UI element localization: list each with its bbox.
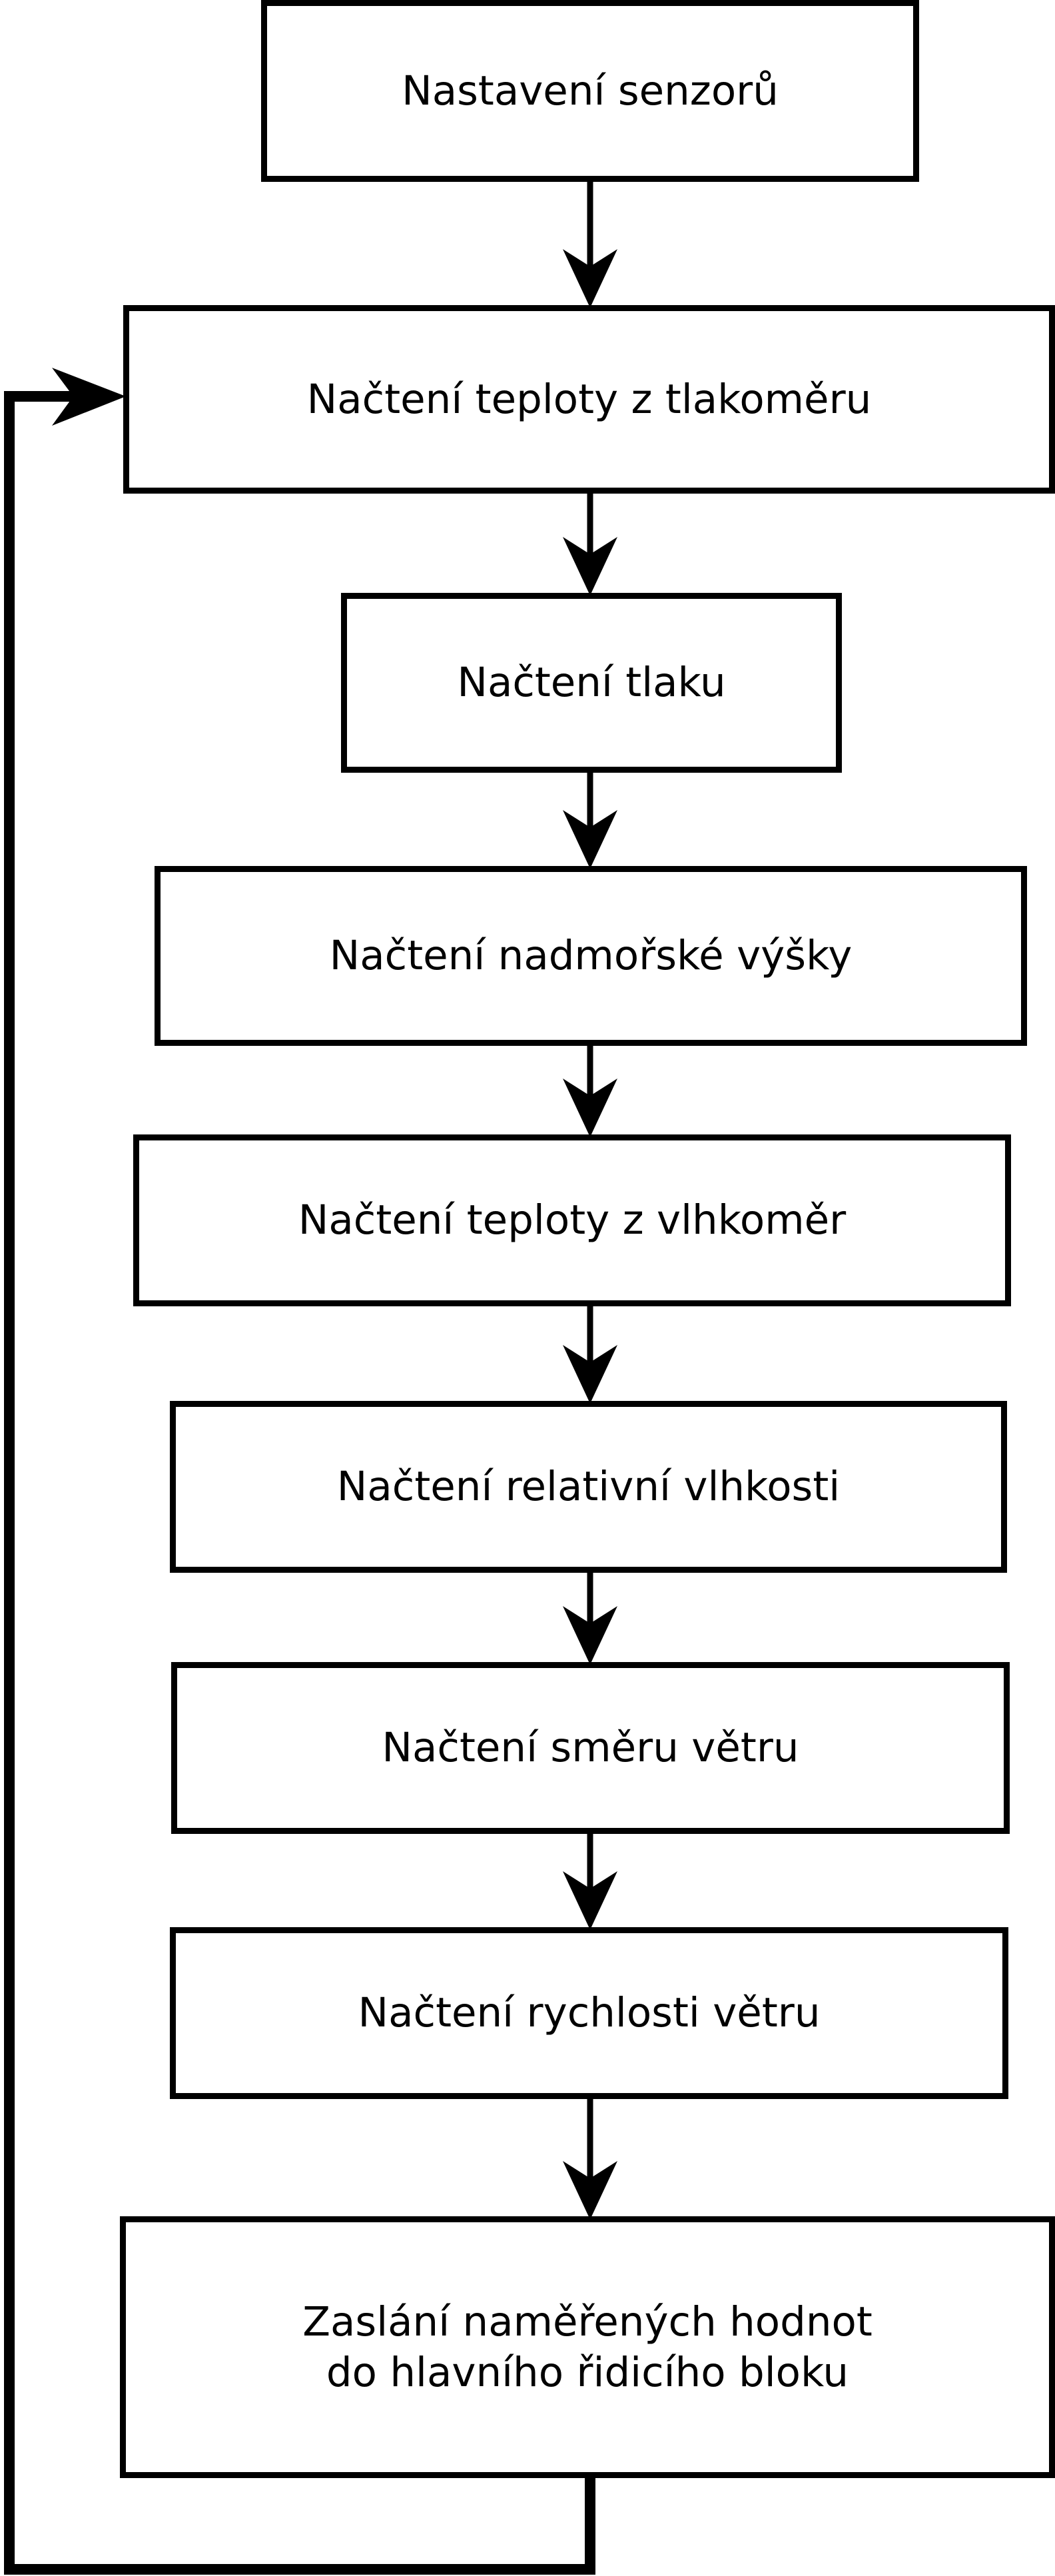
connector-n3-n4: [563, 773, 617, 869]
node-label: Načtení tlaku: [457, 659, 726, 707]
connector-n4-n5: [563, 1046, 617, 1137]
node-label: Načtení nadmořské výšky: [329, 932, 853, 980]
connector-n6-n7: [563, 1573, 617, 1665]
process-node-send-measured-values[interactable]: Zaslání naměřených hodnot do hlavního ři…: [120, 2216, 1055, 2478]
connector-n1-n2: [563, 182, 617, 308]
process-node-read-pressure[interactable]: Načtení tlaku: [341, 593, 842, 773]
connector-n7-n8: [563, 1834, 617, 1930]
process-node-read-temp-hygrometer[interactable]: Načtení teploty z vlhkoměr: [133, 1134, 1011, 1306]
connector-loopback-n9-n2: [4, 368, 595, 2575]
node-label: Načtení relativní vlhkosti: [336, 1463, 841, 1511]
node-label: Zaslání naměřených hodnot do hlavního ři…: [302, 2298, 873, 2396]
node-label: Nastavení senzorů: [402, 67, 779, 115]
process-node-read-wind-direction[interactable]: Načtení směru větru: [171, 1662, 1010, 1834]
node-label: Načtení teploty z tlakoměru: [306, 375, 872, 423]
process-node-sensor-setup[interactable]: Nastavení senzorů: [261, 0, 919, 182]
node-label: Načtení teploty z vlhkoměr: [298, 1196, 847, 1244]
connector-n8-n9: [563, 2099, 617, 2220]
node-label: Načtení rychlosti větru: [358, 1989, 821, 2037]
process-node-read-wind-speed[interactable]: Načtení rychlosti větru: [170, 1927, 1008, 2099]
connector-n5-n6: [563, 1306, 617, 1404]
process-node-read-relative-humidity[interactable]: Načtení relativní vlhkosti: [170, 1401, 1007, 1573]
node-label: Načtení směru větru: [382, 1724, 799, 1772]
process-node-read-temp-barometer[interactable]: Načtení teploty z tlakoměru: [123, 305, 1055, 494]
process-node-read-altitude[interactable]: Načtení nadmořské výšky: [155, 866, 1027, 1046]
connector-n2-n3: [563, 494, 617, 596]
